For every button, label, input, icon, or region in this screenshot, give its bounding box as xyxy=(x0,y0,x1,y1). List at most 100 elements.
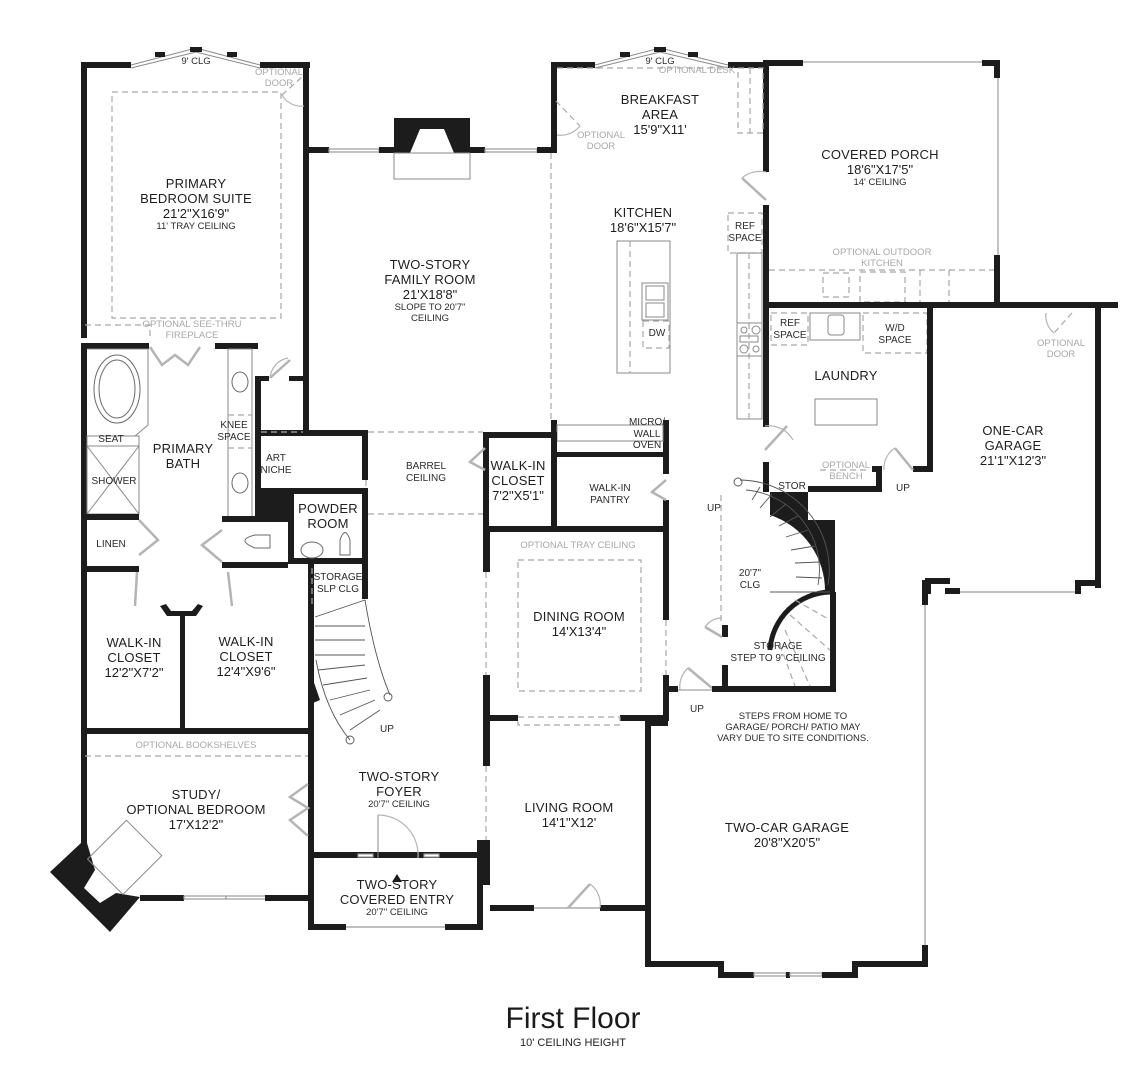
room-family-room: TWO-STORY FAMILY ROOM 21'X18'8" SLOPE TO… xyxy=(384,257,475,325)
room-name: AREA xyxy=(641,106,679,122)
optional-outdoor-kitchen-note: OPTIONAL OUTDOOR KITCHEN xyxy=(832,247,932,269)
ceiling-note-9ft-right: 9' CLG xyxy=(645,56,675,67)
room-study-optional-bedroom: STUDY/ OPTIONAL BEDROOM 17'X12'2" xyxy=(126,787,265,833)
room-dimensions: 12'2"X7'2" xyxy=(104,664,164,680)
room-walk-in-closet-2: WALK-IN CLOSET 12'4"X9'6" xyxy=(216,634,276,680)
micro-wall-oven-label: MICRO/ WALL OVEN xyxy=(628,417,666,451)
room-dimensions: 17'X12'2" xyxy=(168,816,224,832)
floor-ceiling-height: 10' CEILING HEIGHT xyxy=(519,1036,626,1049)
room-one-car-garage: ONE-CAR GARAGE 21'1"X12'3" xyxy=(979,423,1047,469)
optional-bookshelves-note: OPTIONAL BOOKSHELVES xyxy=(135,740,257,751)
room-name: WALK-IN xyxy=(106,635,162,650)
room-covered-porch: COVERED PORCH 18'6"X17'5" 14' CEILING xyxy=(821,147,939,189)
room-name: WALK-IN xyxy=(218,634,274,649)
knee-space-label: KNEE SPACE xyxy=(217,420,251,443)
steps-site-conditions-note: STEPS FROM HOME TO GARAGE/ PORCH/ PATIO … xyxy=(717,711,869,744)
two-car-garage-walls xyxy=(645,580,928,978)
art-niche-label: ART NICHE xyxy=(260,453,292,476)
stair-ceiling-note: 20'7" CLG xyxy=(738,568,762,591)
covered-porch-walls xyxy=(763,60,1118,308)
room-name: GARAGE xyxy=(984,437,1042,453)
study-walls xyxy=(50,819,309,932)
room-dimensions: 21'X18'8" xyxy=(402,286,458,302)
room-two-car-garage: TWO-CAR GARAGE 20'8"X20'5" xyxy=(724,820,850,851)
room-dimensions: 15'9"X11' xyxy=(633,121,687,137)
room-name: CLOSET xyxy=(491,472,545,488)
ref-space-kitchen: REF SPACE xyxy=(728,221,762,244)
room-name: WALK-IN xyxy=(490,458,546,473)
room-dimensions: 14'X13'4" xyxy=(551,623,607,639)
storage-sloped-ceiling-label: STORAGE SLP CLG xyxy=(313,572,363,595)
room-dimensions: 7'2"X5'1" xyxy=(492,487,544,503)
room-name: TWO-STORY xyxy=(358,769,440,784)
ceiling-note-9ft-left: 9' CLG xyxy=(181,56,211,67)
room-primary-bedroom-suite: PRIMARY BEDROOM SUITE 21'2"X16'9" 11' TR… xyxy=(140,176,252,233)
ref-space-laundry: REF SPACE xyxy=(773,318,807,341)
room-name: BREAKFAST xyxy=(620,92,700,107)
room-name: DINING ROOM xyxy=(533,609,625,624)
up-laundry-label: UP xyxy=(896,483,910,494)
shower-seat-label: SEAT xyxy=(98,434,124,445)
room-name: STUDY/ xyxy=(171,787,221,802)
room-dimensions: 12'4"X9'6" xyxy=(216,663,276,679)
optional-bench-note: OPTIONAL BENCH xyxy=(821,460,871,482)
optional-door-garage-note: OPTIONAL DOOR xyxy=(1036,338,1086,360)
primary-bedroom-walls xyxy=(81,47,310,432)
linen-closet-label: LINEN xyxy=(96,539,126,550)
room-dimensions: 21'1"X12'3" xyxy=(979,452,1047,468)
room-kitchen: KITCHEN 18'6"X15'7" xyxy=(610,205,676,236)
room-two-story-covered-entry: TWO-STORY COVERED ENTRY 20'7" CEILING xyxy=(339,877,455,919)
room-walk-in-pantry: WALK-IN PANTRY xyxy=(589,483,631,506)
room-ceiling-note: 20'7" CEILING xyxy=(366,906,428,918)
center-walls xyxy=(467,432,669,726)
dishwasher-label: DW xyxy=(648,328,666,339)
room-dimensions: 20'8"X20'5" xyxy=(753,834,821,850)
room-name: BATH xyxy=(165,455,201,471)
room-ceiling-note: SLOPE TO 20'7" xyxy=(394,301,466,313)
optional-desk-note: OPTIONAL DESK xyxy=(658,65,736,76)
room-dining-room: DINING ROOM 14'X13'4" xyxy=(533,609,625,640)
floor-title-block: First Floor 10' CEILING HEIGHT xyxy=(506,1002,641,1049)
foyer-stair xyxy=(85,564,483,930)
main-stair xyxy=(668,477,836,692)
corridor-walls xyxy=(255,357,483,564)
washer-dryer-space: W/D SPACE xyxy=(878,323,912,346)
shower-label: SHOWER xyxy=(91,476,137,487)
room-ceiling-note: 14' CEILING xyxy=(853,176,907,188)
room-dimensions: 14'1"X12' xyxy=(541,814,597,830)
room-name: PRIMARY xyxy=(152,441,214,456)
laundry-walls xyxy=(763,302,933,492)
storage-closet-label: STOR xyxy=(778,481,806,492)
room-living-room: LIVING ROOM 14'1"X12' xyxy=(524,800,614,831)
room-name: BEDROOM SUITE xyxy=(140,190,252,206)
room-name: COVERED ENTRY xyxy=(339,891,455,907)
room-name: KITCHEN xyxy=(613,205,673,220)
room-name: LIVING ROOM xyxy=(524,800,614,815)
optional-door-breakfast-note: OPTIONAL DOOR xyxy=(576,130,626,152)
room-ceiling-note: 11' TRAY CEILING xyxy=(156,220,236,232)
up-main-stair-label: UP xyxy=(707,503,721,514)
optional-door-bedroom-note: OPTIONAL DOOR xyxy=(254,67,304,89)
room-storage-under-stair: STORAGE STEP TO 9' CEILING xyxy=(730,641,826,664)
barrel-ceiling-note: BARREL CEILING xyxy=(405,461,447,484)
room-name: CLOSET xyxy=(107,649,161,665)
room-name: TWO-CAR GARAGE xyxy=(724,820,850,835)
room-name: COVERED PORCH xyxy=(821,147,939,162)
room-name: TWO-STORY xyxy=(389,257,471,272)
primary-bath-walls xyxy=(81,343,309,843)
room-name: POWDER xyxy=(298,501,358,516)
room-ceiling-note: 20'7" CEILING xyxy=(368,798,430,810)
room-walk-in-closet-1: WALK-IN CLOSET 12'2"X7'2" xyxy=(104,635,164,681)
optional-tray-ceiling-note: OPTIONAL TRAY CEILING xyxy=(520,540,636,551)
room-name: FOYER xyxy=(376,783,422,799)
room-ceiling-note: CEILING xyxy=(410,312,450,324)
family-room-walls xyxy=(309,62,557,420)
room-walk-in-closet-center: WALK-IN CLOSET 7'2"X5'1" xyxy=(490,458,546,504)
room-name: CLOSET xyxy=(219,648,273,664)
room-dimensions: 18'6"X17'5" xyxy=(846,161,914,177)
room-powder-room: POWDER ROOM xyxy=(298,501,358,532)
room-two-story-foyer: TWO-STORY FOYER 20'7" CEILING xyxy=(358,769,440,811)
room-dimensions: 21'2"X16'9" xyxy=(162,205,230,221)
room-name: TWO-STORY xyxy=(356,877,438,892)
